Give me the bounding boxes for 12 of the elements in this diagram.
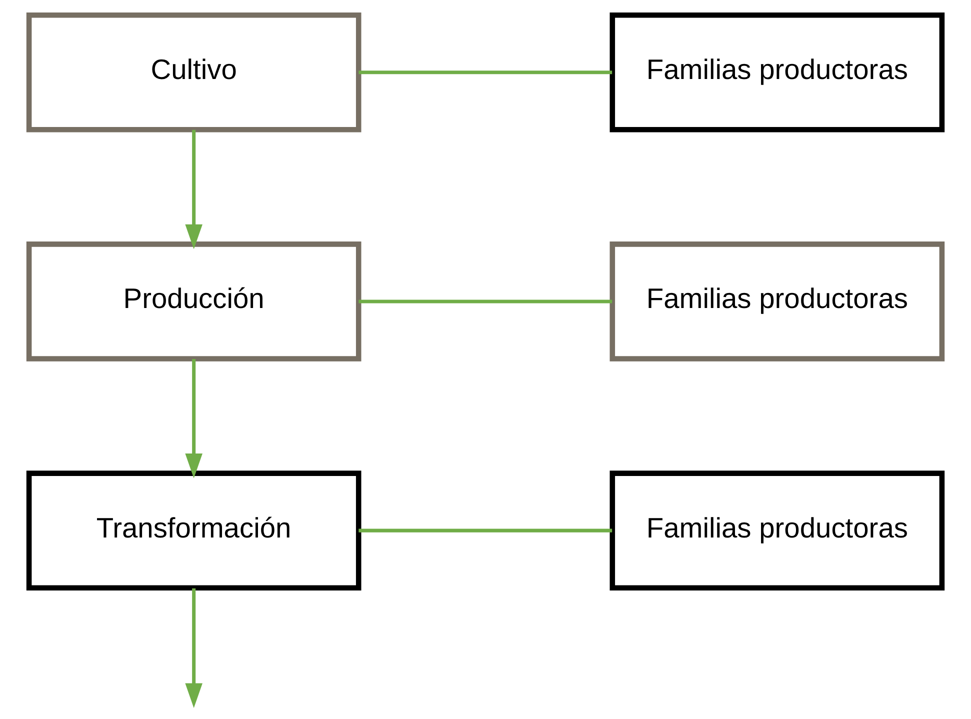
connector [358, 528, 612, 532]
arrow [185, 359, 202, 478]
node-box: Familias productoras [610, 242, 945, 362]
node-box: Transformación [26, 470, 362, 590]
arrow [185, 588, 202, 708]
connector [358, 70, 612, 74]
node-box: Producción [26, 242, 362, 362]
node-box: Familias productoras [610, 470, 945, 590]
arrow [185, 130, 202, 250]
connector [358, 300, 612, 304]
node-box: Cultivo [26, 12, 362, 132]
node-box: Familias productoras [610, 12, 945, 132]
